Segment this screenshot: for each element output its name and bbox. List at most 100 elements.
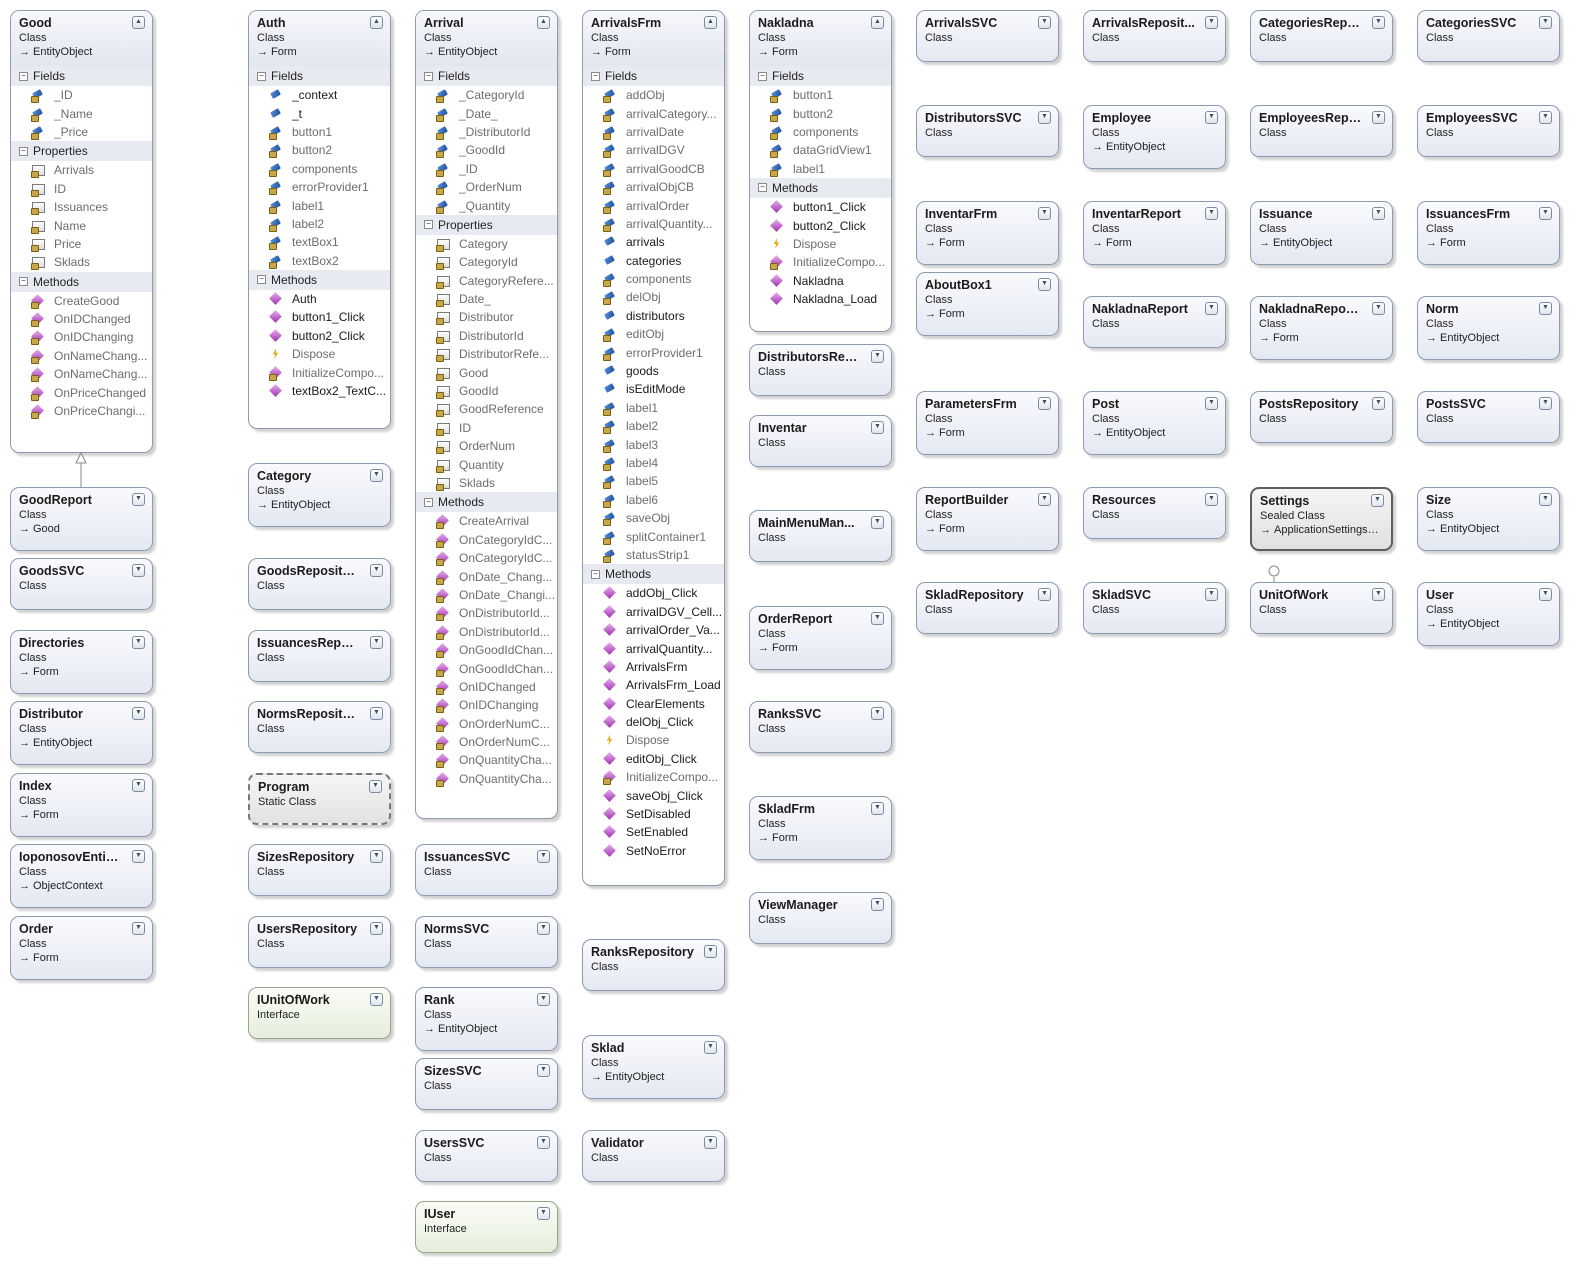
expand-chevron-icon[interactable]: ▼ [1539,493,1552,506]
section-header[interactable]: −Properties [416,214,557,235]
expand-chevron-icon[interactable]: ▼ [132,850,145,863]
class-header[interactable]: EmployeesRepo...Class▼ [1251,106,1392,156]
expand-chevron-icon[interactable]: ▼ [871,516,884,529]
expand-chevron-icon[interactable]: ▼ [871,612,884,625]
member-row[interactable]: InitializeCompo... [583,768,724,786]
expand-chevron-icon[interactable]: ▼ [370,850,383,863]
class-shape-nakladnareport[interactable]: NakladnaReport...Class→Form▼ [1250,296,1393,360]
member-row[interactable]: arrivalGoodCB [583,160,724,178]
expand-chevron-icon[interactable]: ▼ [370,469,383,482]
expand-chevron-icon[interactable]: ▼ [1038,207,1051,220]
member-row[interactable]: OnNameChang... [11,347,152,365]
interface-lollipop-connector[interactable] [1268,565,1280,582]
member-row[interactable]: _Date_ [416,104,557,122]
member-row[interactable]: statusStrip1 [583,546,724,564]
expand-chevron-icon[interactable]: ▼ [1372,588,1385,601]
member-row[interactable]: label3 [583,435,724,453]
expand-chevron-icon[interactable]: ▼ [704,945,717,958]
member-row[interactable]: splitContainer1 [583,527,724,545]
member-row[interactable]: delObj [583,288,724,306]
expand-chevron-icon[interactable]: ▼ [1038,111,1051,124]
expand-chevron-icon[interactable]: ▼ [132,493,145,506]
class-shape-arrivalsreposit[interactable]: ArrivalsReposit...Class▼ [1083,10,1226,62]
collapse-chevron-icon[interactable]: ▲ [537,16,550,29]
expand-chevron-icon[interactable]: ▼ [871,802,884,815]
collapse-minus-icon[interactable]: − [257,275,266,285]
member-row[interactable]: button2 [750,104,891,122]
expand-chevron-icon[interactable]: ▼ [132,707,145,720]
member-row[interactable]: ID [416,419,557,437]
class-header[interactable]: MainMenuMan...Class▼ [750,511,891,561]
member-row[interactable]: _ID [416,160,557,178]
section-header[interactable]: −Fields [583,66,724,86]
class-header[interactable]: ArrivalsReposit...Class▼ [1084,11,1225,61]
collapse-minus-icon[interactable]: − [758,183,767,193]
expand-chevron-icon[interactable]: ▼ [537,850,550,863]
expand-chevron-icon[interactable]: ▼ [1205,302,1218,315]
class-shape-mainmenuman[interactable]: MainMenuMan...Class▼ [749,510,892,562]
section-header[interactable]: −Fields [249,66,390,86]
expand-chevron-icon[interactable]: ▼ [1372,207,1385,220]
member-row[interactable]: OnOrderNumC... [416,733,557,751]
expand-chevron-icon[interactable]: ▼ [370,707,383,720]
expand-chevron-icon[interactable]: ▼ [537,922,550,935]
collapse-minus-icon[interactable]: − [758,71,767,81]
section-header[interactable]: −Methods [249,269,390,290]
member-row[interactable]: _CategoryId [416,86,557,104]
member-row[interactable]: DistributorId [416,327,557,345]
member-row[interactable]: OnCategoryIdC... [416,531,557,549]
member-row[interactable]: OnIDChanging [11,328,152,346]
section-header[interactable]: −Fields [416,66,557,86]
member-row[interactable]: OnGoodIdChan... [416,659,557,677]
expand-chevron-icon[interactable]: ▼ [1205,16,1218,29]
expand-chevron-icon[interactable]: ▼ [871,350,884,363]
member-row[interactable]: arrivalObjCB [583,178,724,196]
expand-chevron-icon[interactable]: ▼ [871,898,884,911]
member-row[interactable]: components [750,123,891,141]
member-row[interactable]: Sklads [416,474,557,492]
expand-chevron-icon[interactable]: ▼ [1372,302,1385,315]
expand-chevron-icon[interactable]: ▼ [132,922,145,935]
collapse-minus-icon[interactable]: − [19,71,28,81]
member-row[interactable]: label2 [583,417,724,435]
member-row[interactable]: Category [416,235,557,253]
class-shape-distributorsrep[interactable]: DistributorsRep...Class▼ [749,344,892,396]
expand-chevron-icon[interactable]: ▼ [1038,588,1051,601]
